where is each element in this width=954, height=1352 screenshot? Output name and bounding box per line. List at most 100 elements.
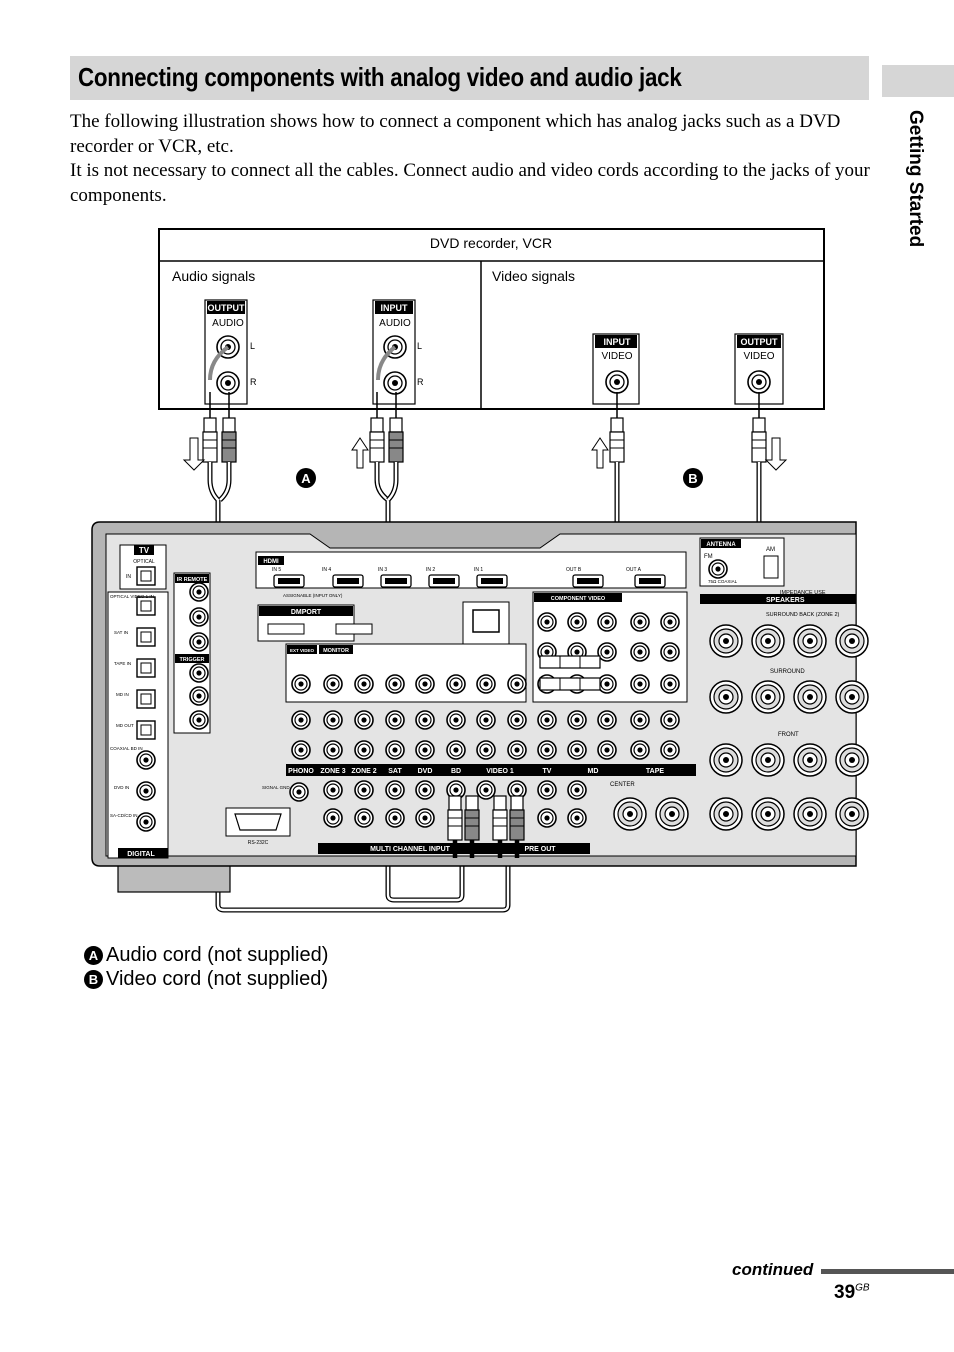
device-video-input-jack: INPUT VIDEO [592, 333, 640, 405]
surround-back-label: SURROUND BACK (ZONE 2) [766, 612, 840, 618]
input-label-zone2: ZONE 2 [351, 768, 376, 775]
surround-label: SURROUND [770, 669, 805, 675]
marker-b: B [683, 468, 703, 488]
input-label-video1: VIDEO 1 [486, 768, 514, 775]
device-audio-output-sub: AUDIO [212, 318, 244, 329]
input-labels: PHONO ZONE 3 ZONE 2 SAT DVD BD VIDEO 1 T… [288, 768, 664, 775]
device-video-output-sub: VIDEO [743, 351, 774, 362]
hdmi-out-a: OUT A [626, 567, 642, 573]
ext-video-label: EXT VIDEO [290, 648, 315, 653]
audio-signals-label: Audio signals [172, 268, 255, 284]
continued-label: continued [732, 1260, 814, 1279]
intro-paragraph-1: The following illustration shows how to … [70, 111, 841, 157]
hdmi-in-5: IN 5 [272, 567, 281, 573]
input-label-bd: BD [451, 768, 461, 775]
left-jack-5: COAXIAL BD IN [110, 746, 143, 751]
device-audio-output-r: R [250, 377, 257, 387]
tv-in-label: IN [126, 574, 131, 580]
page-number-value: 39 [834, 1282, 856, 1303]
hdmi-in-1: IN 1 [474, 567, 483, 573]
input-label-tv: TV [543, 768, 552, 775]
digital-label: DIGITAL [127, 851, 155, 858]
rs232c-label: RS-232C [248, 840, 269, 846]
component-video-label: COMPONENT VIDEO [551, 596, 606, 602]
front-label: FRONT [778, 732, 799, 738]
hdmi-in-3: IN 3 [378, 567, 387, 573]
device-video-output-tag: OUTPUT [741, 337, 779, 347]
am-label: AM [766, 547, 775, 553]
device-video-input-tag: INPUT [604, 337, 632, 347]
left-jack-0: OPTICAL VIDEO 1 IN [110, 594, 154, 599]
trigger-label: TRIGGER [179, 657, 204, 663]
legend-text-a: Audio cord (not supplied) [106, 944, 329, 966]
multi-channel-label: MULTI CHANNEL INPUT [370, 846, 451, 853]
hdmi-out-b: OUT B [566, 567, 582, 573]
legend-text-b: Video cord (not supplied) [106, 968, 328, 990]
pre-out-label: PRE OUT [524, 846, 556, 853]
antenna-label: ANTENNA [706, 542, 736, 548]
device-audio-input-tag: INPUT [381, 303, 409, 313]
device-audio-output-tag: OUTPUT [208, 303, 246, 313]
intro-paragraph-2: It is not necessary to connect all the c… [70, 160, 870, 206]
input-label-tape: TAPE [646, 768, 664, 775]
device-video-input-sub: VIDEO [601, 351, 632, 362]
center-label: CENTER [610, 782, 635, 788]
left-jack-6: DVD IN [114, 785, 129, 790]
side-tab-marker [882, 65, 954, 97]
signal-gnd-label: SIGNAL GND [262, 785, 290, 790]
marker-a-label: A [301, 471, 311, 486]
legend-badge-b: B [84, 970, 103, 989]
left-jack-2: TAPE IN [114, 661, 131, 666]
page-title: Connecting components with analog video … [78, 62, 682, 92]
left-jack-7: SA-CD/CD IN [110, 813, 138, 818]
device-audio-output-l: L [250, 341, 255, 351]
optical-label: OPTICAL [133, 559, 155, 565]
input-label-sat: SAT [388, 768, 402, 775]
hdmi-assignable: ASSIGNABLE (INPUT ONLY) [283, 593, 343, 598]
receiver-audio-plugs [447, 795, 525, 858]
continued-bar [821, 1269, 954, 1274]
receiver-video-plugs [539, 655, 601, 691]
input-label-phono: PHONO [288, 768, 314, 775]
side-tab-label: Getting Started [905, 110, 926, 248]
device-audio-input-jack: INPUT AUDIO L R [372, 299, 424, 405]
input-label-md: MD [588, 768, 599, 775]
hdmi-in-4: IN 4 [322, 567, 331, 573]
device-audio-output-jack: OUTPUT AUDIO L R [204, 299, 257, 405]
left-jack-1: SAT IN [114, 630, 128, 635]
device-box: DVD recorder, VCR Audio signals Video si… [158, 228, 825, 410]
marker-a: A [296, 468, 316, 488]
title-bar [70, 56, 869, 100]
device-audio-input-l: L [417, 341, 422, 351]
receiver-rear-panel: TV OPTICAL IN OPTICAL VIDEO 1 IN SAT IN … [91, 521, 869, 893]
speakers-label: SPEAKERS [766, 597, 805, 604]
left-jack-3: MD IN [116, 692, 129, 697]
hdmi-label: HDMI [263, 559, 279, 565]
device-audio-input-sub: AUDIO [379, 318, 411, 329]
input-label-zone3: ZONE 3 [320, 768, 345, 775]
left-jack-4: MD OUT [116, 723, 134, 728]
tv-label: TV [139, 546, 150, 555]
coaxial-label: 75Ω COAXIAL [708, 579, 738, 584]
monitor-label: MONITOR [323, 648, 349, 654]
video-signals-label: Video signals [492, 268, 575, 284]
intro-text: The following illustration shows how to … [70, 110, 870, 208]
dmport-label: DMPORT [291, 609, 322, 616]
input-label-dvd: DVD [418, 768, 433, 775]
impedance-label: IMPEDANCE USE [780, 590, 826, 596]
page-number-suffix: GB [855, 1282, 870, 1294]
page-number: 39GB [834, 1282, 870, 1304]
ir-remote-label: IR REMOTE [177, 577, 208, 583]
fm-label: FM [704, 554, 713, 560]
audio-cable-a2 [351, 392, 465, 903]
device-box-title: DVD recorder, VCR [430, 235, 552, 251]
device-video-output-jack: OUTPUT VIDEO [734, 333, 784, 405]
hdmi-in-2: IN 2 [426, 567, 435, 573]
marker-b-label: B [688, 471, 697, 486]
legend-badge-a: A [84, 946, 103, 965]
audio-cable-a1 [182, 392, 511, 913]
device-audio-input-r: R [417, 377, 424, 387]
